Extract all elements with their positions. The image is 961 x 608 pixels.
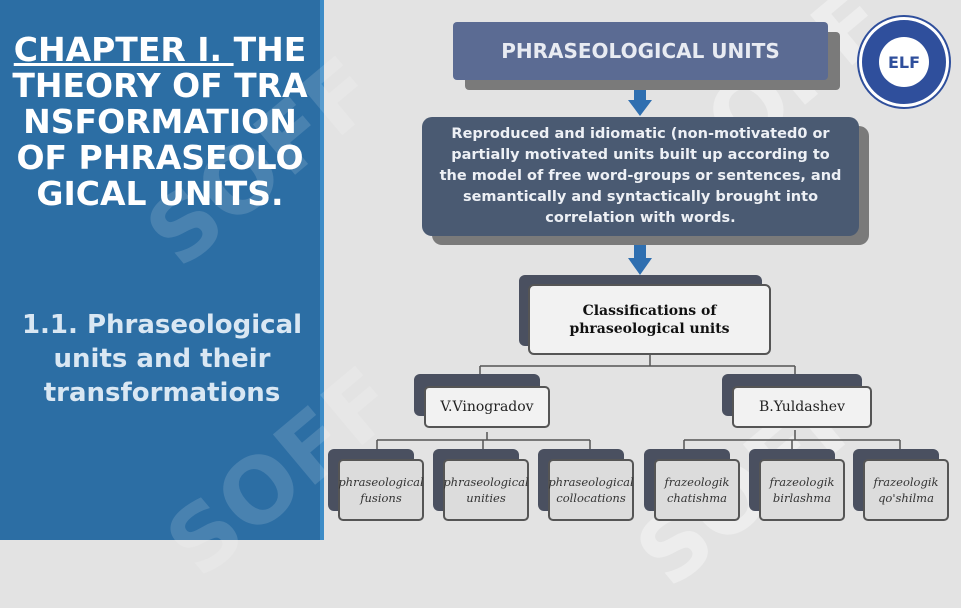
section-subtitle: 1.1. Phraseological units and their tran… (21, 310, 303, 408)
university-logo: ELF (859, 17, 949, 107)
type-phraseological-collocations: phraseological collocations (548, 459, 634, 521)
diagram-header: PHRASEOLOGICAL UNITS (453, 22, 828, 80)
type-frazeologik-birlashma: frazeologik birlashma (759, 459, 845, 521)
type-frazeologik-qoshilma: frazeologik qo'shilma (863, 459, 949, 521)
classification-box: Classifications of phraseological units (528, 284, 771, 355)
definition-box: Reproduced and idiomatic (non-motivated0… (422, 117, 859, 236)
title-panel (0, 0, 320, 540)
panel-divider (320, 0, 324, 540)
author-yuldashev: B.Yuldashev (732, 386, 872, 428)
type-frazeologik-chatishma: frazeologik chatishma (654, 459, 740, 521)
author-vinogradov: V.Vinogradov (424, 386, 550, 428)
chapter-name: THE THEORY OF TRANSFORMATION OF PHRASEOL… (12, 30, 308, 213)
arrow-icon (628, 236, 652, 275)
chapter-number: CHAPTER I. (13, 30, 234, 69)
chapter-title: CHAPTER I. THE THEORY OF TRANSFORMATION … (4, 32, 316, 212)
type-phraseological-fusions: phraseological fusions (338, 459, 424, 521)
logo-emblem: ELF (879, 37, 929, 87)
arrow-icon (628, 80, 652, 116)
type-phraseological-unities: phraseological unities (443, 459, 529, 521)
